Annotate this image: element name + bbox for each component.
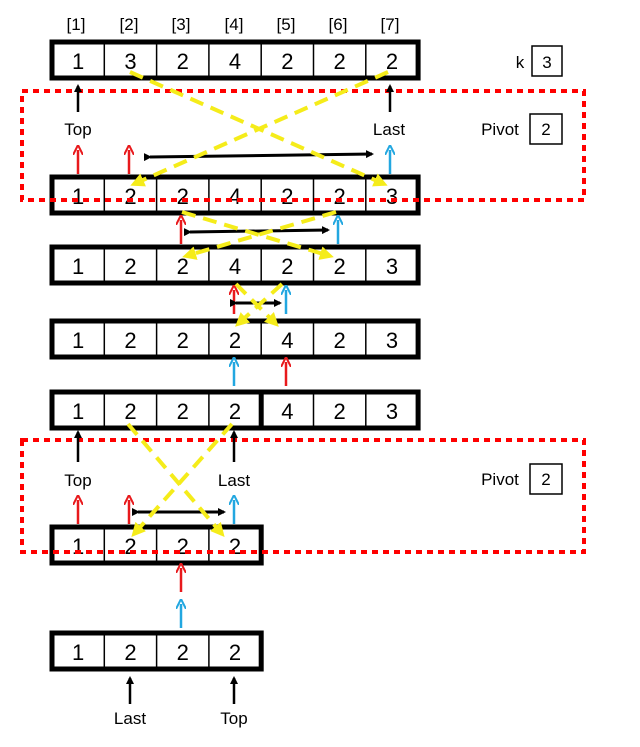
swap-arrow-4b <box>131 422 234 537</box>
array-cell: 2 <box>124 534 136 559</box>
array-row-6: 1 2 2 2 <box>49 524 264 566</box>
array-cell: 2 <box>386 49 398 74</box>
array-cell: 2 <box>124 184 136 209</box>
k-box: k 3 <box>516 45 563 77</box>
pivot-box-1: Pivot 2 <box>481 113 563 145</box>
k-value-box <box>531 45 563 77</box>
array-cell: 3 <box>386 184 398 209</box>
black-pointer-arrows <box>74 84 394 704</box>
array-row-3: 1 2 2 4 2 2 3 <box>49 244 421 286</box>
array-cell: 2 <box>177 640 189 665</box>
array-cell: 2 <box>334 49 346 74</box>
array-cell: 1 <box>72 534 84 559</box>
array-row-1: 1 3 2 4 2 2 2 <box>49 39 421 81</box>
array-row-frame <box>49 174 421 216</box>
array-row-frame <box>49 389 421 431</box>
array-cell: 3 <box>386 254 398 279</box>
range-arrow-1 <box>143 150 374 162</box>
partition-frame-1 <box>20 89 586 202</box>
array-cell: 4 <box>229 49 241 74</box>
blue-pointer-arrows <box>181 150 390 628</box>
array-cell: 2 <box>229 640 241 665</box>
array-cell: 2 <box>229 534 241 559</box>
top-label-3: Top <box>220 709 247 728</box>
k-label: k <box>516 53 525 72</box>
red-pointer-arrows <box>78 150 286 592</box>
pivot-value-2: 2 <box>541 470 550 489</box>
array-cell: 2 <box>177 399 189 424</box>
array-cell: 1 <box>72 254 84 279</box>
pivot-box-2: Pivot 2 <box>481 463 563 495</box>
swap-arrow-4a <box>126 422 225 538</box>
array-cell: 3 <box>386 399 398 424</box>
index-label-2: [2] <box>120 15 139 34</box>
array-cell: 2 <box>334 399 346 424</box>
index-label-5: [5] <box>277 15 296 34</box>
array-row-4: 1 2 2 2 4 2 3 <box>49 318 421 360</box>
pivot-label-2: Pivot <box>481 470 519 489</box>
array-cell: 2 <box>229 399 241 424</box>
pivot-label-1: Pivot <box>481 120 519 139</box>
array-cell: 2 <box>177 254 189 279</box>
array-cell: 2 <box>229 328 241 353</box>
array-cell: 1 <box>72 49 84 74</box>
array-cell: 3 <box>124 49 136 74</box>
array-cell: 2 <box>334 184 346 209</box>
index-label-6: [6] <box>329 15 348 34</box>
array-cell: 3 <box>386 328 398 353</box>
array-cell: 2 <box>281 254 293 279</box>
index-labels: [1] [2] [3] [4] [5] [6] [7] <box>67 15 400 34</box>
array-cell: 2 <box>334 328 346 353</box>
swap-arrow-2a <box>181 210 334 260</box>
swap-arrow-2b <box>182 210 337 260</box>
array-cell: 2 <box>281 184 293 209</box>
array-cell: 2 <box>177 534 189 559</box>
swap-arrow-1b <box>130 70 389 187</box>
top-label-2: Top <box>64 471 91 490</box>
array-cell: 4 <box>281 328 293 353</box>
array-cell: 1 <box>72 184 84 209</box>
array-cell: 1 <box>72 328 84 353</box>
array-cell: 2 <box>124 254 136 279</box>
last-label-3: Last <box>114 709 146 728</box>
array-cell: 2 <box>334 254 346 279</box>
array-cell: 2 <box>124 640 136 665</box>
k-value: 3 <box>542 53 551 72</box>
last-label-1: Last <box>373 120 405 139</box>
array-row-7: 1 2 2 2 <box>49 630 264 672</box>
pivot-value-box-2 <box>529 463 563 495</box>
array-cell: 4 <box>229 254 241 279</box>
index-label-1: [1] <box>67 15 86 34</box>
last-label-2: Last <box>218 471 250 490</box>
swap-arrows <box>126 70 389 538</box>
array-cell: 2 <box>177 184 189 209</box>
array-cell: 1 <box>72 399 84 424</box>
index-label-4: [4] <box>225 15 244 34</box>
array-cell: 2 <box>281 49 293 74</box>
partition-frame-2 <box>20 438 586 554</box>
top-label-1: Top <box>64 120 91 139</box>
array-cell: 2 <box>177 328 189 353</box>
index-label-7: [7] <box>381 15 400 34</box>
array-row-frame <box>49 39 421 81</box>
array-cell: 4 <box>281 399 293 424</box>
array-row-5: 1 2 2 2 4 2 3 <box>49 389 421 431</box>
array-cell: 1 <box>72 640 84 665</box>
array-cell: 2 <box>177 49 189 74</box>
pivot-value-1: 2 <box>541 120 550 139</box>
pivot-value-box-1 <box>529 113 563 145</box>
swap-arrow-3b <box>235 282 284 327</box>
swap-arrow-3a <box>234 282 279 327</box>
array-row-2: 1 2 2 4 2 2 3 <box>49 174 421 216</box>
array-row-frame <box>49 244 421 286</box>
range-arrow-2 <box>183 226 330 237</box>
array-cell: 2 <box>124 399 136 424</box>
array-cell: 2 <box>124 328 136 353</box>
array-cell: 4 <box>229 184 241 209</box>
index-label-3: [3] <box>172 15 191 34</box>
